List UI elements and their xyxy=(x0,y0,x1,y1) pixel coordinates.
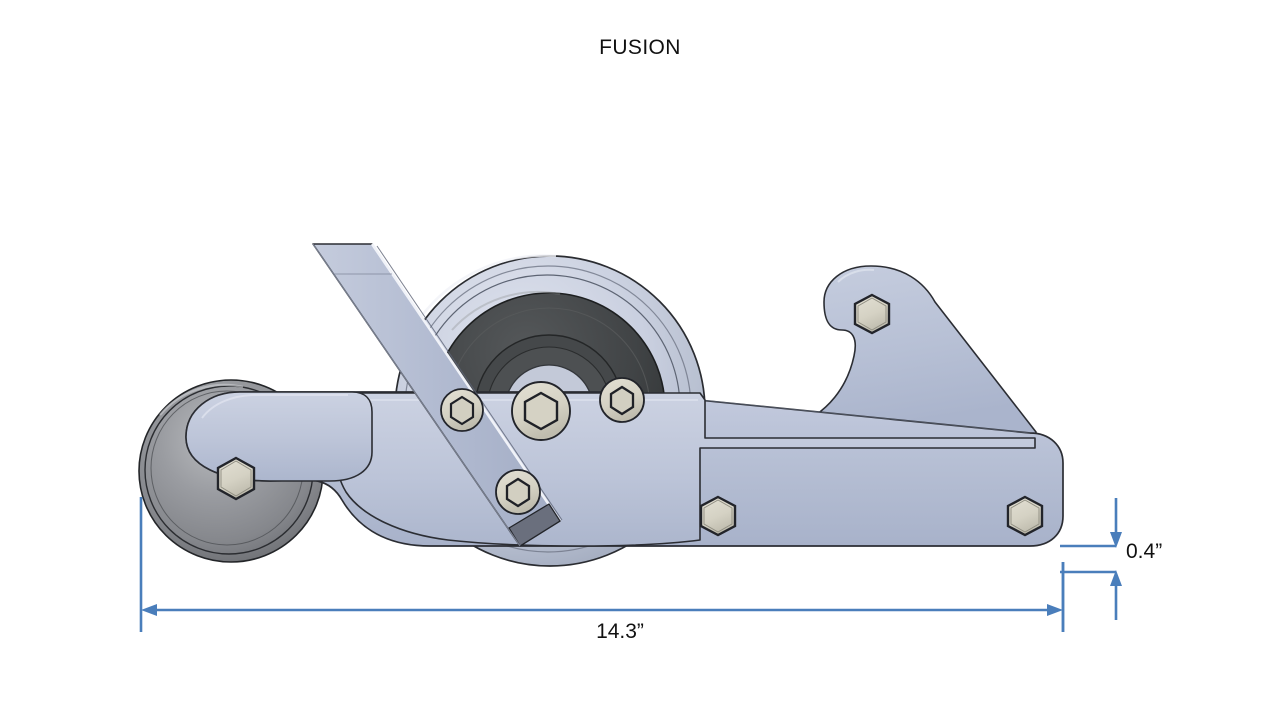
bolt-hook-top xyxy=(853,293,891,335)
bolt-pulley-axle xyxy=(511,381,571,441)
dimension-plate-thickness xyxy=(1060,498,1122,632)
bolt-plate-mid xyxy=(699,495,737,537)
rear-arm xyxy=(185,391,373,482)
page-title: FUSION xyxy=(599,36,681,59)
bolt-pulley-right xyxy=(599,377,645,423)
dimension-overall-length-label: 14.3” xyxy=(596,620,644,643)
bolt-plate-right xyxy=(1006,495,1044,537)
dimension-plate-thickness-label: 0.4” xyxy=(1126,540,1163,563)
bolt-strap-upper xyxy=(440,388,484,432)
hook-bracket xyxy=(702,265,1037,441)
bolt-strap-lower xyxy=(495,469,541,515)
bolt-rear-axle xyxy=(216,456,256,501)
